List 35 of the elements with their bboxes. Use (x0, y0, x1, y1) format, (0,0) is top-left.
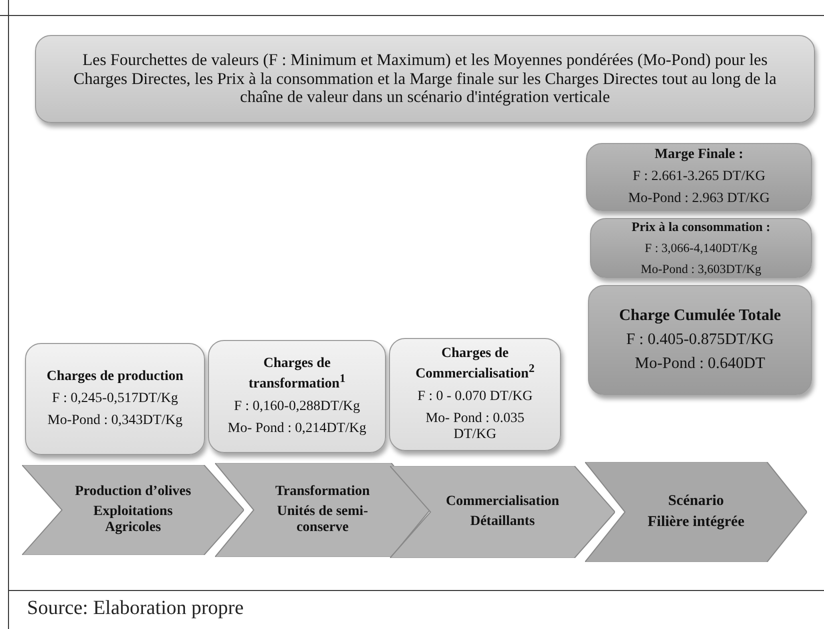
value-text: F : 0 - 0.070 DT/KG (417, 388, 533, 405)
box-heading: Charges de Commercialisation$^{2}$ (414, 346, 536, 383)
value-text: F : 0,160-0,288DT/Kg (234, 398, 360, 415)
value-box (588, 285, 812, 395)
value-text: Mo-Pond : 3,603DT/Kg (640, 262, 762, 277)
value-box (389, 338, 561, 451)
value-text: Mo- Pond : 0.035 DT/KG (424, 410, 526, 443)
value-text: Mo-Pond : 0.640DT (634, 355, 766, 373)
stage-label: Exploitations Agricoles (92, 504, 174, 536)
banner-text: Les Fourchettes de valeurs (F : Minimum et Maximum) et les Moyennes pondérées (Mo-Pond) pour les Charges Directes, les Prix à la consommation et la Marge finale sur les Charges Directes tout au long de la chaîne de valeur dans un scénario d'intégration verticale (72, 50, 778, 108)
stage-label: Production d’olives (74, 484, 192, 500)
value-box (208, 340, 386, 453)
stage-label: Scénario (668, 493, 724, 510)
stage-label: Détaillants (470, 514, 535, 530)
value-box (25, 343, 205, 455)
stage-label: Filière intégrée (648, 514, 744, 531)
box-heading: Marge Finale : (654, 147, 744, 163)
value-box (586, 143, 812, 211)
box-heading: Prix à la consommation : (632, 219, 770, 235)
box-heading: Charges de transformation$^{1}$ (248, 356, 346, 393)
source-caption: Source: Elaboration propre (27, 597, 244, 620)
stage-label: Transformation (275, 484, 370, 500)
value-box (590, 218, 812, 278)
value-text: Mo-Pond : 2.963 DT/KG (628, 191, 770, 207)
box-heading: Charge Cumulée Totale (619, 307, 781, 325)
value-text: F : 3,066-4,140DT/Kg (644, 241, 758, 256)
value-text: F : 2.661-3.265 DT/KG (632, 169, 766, 185)
value-text: Mo-Pond : 0,343DT/Kg (48, 413, 182, 429)
value-text: F : 0.405-0.875DT/KG (626, 331, 774, 349)
value-text: Mo- Pond : 0,214DT/Kg (228, 420, 366, 437)
value-text: F : 0,245-0,517DT/Kg (52, 391, 178, 407)
stage-label: Commercialisation (446, 494, 560, 510)
stage-label: Unités de semi-conserve (276, 504, 369, 536)
box-heading: Charges de production (46, 369, 184, 385)
title-banner (35, 35, 815, 123)
